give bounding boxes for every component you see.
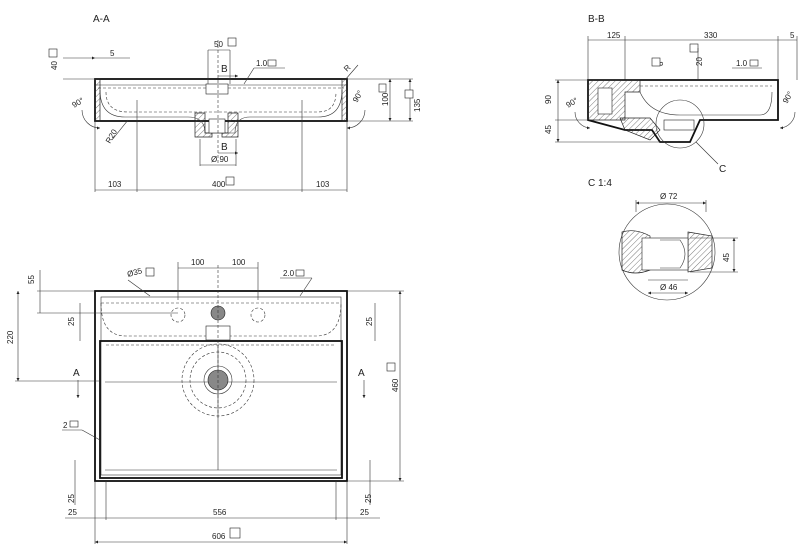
aa-dim-90-right: 90° bbox=[351, 89, 365, 104]
bb-dim-330: 330 bbox=[704, 31, 718, 40]
section-aa-title: A-A bbox=[93, 14, 110, 25]
plan-outline bbox=[94, 290, 348, 482]
detail-c-title: C 1:4 bbox=[588, 178, 612, 189]
plan-dim-2: 2 bbox=[63, 421, 68, 430]
aa-dim-90-left: 90° bbox=[71, 96, 86, 110]
aa-dim-d90: Ø 90 bbox=[211, 155, 229, 164]
plan-dim-25-bottom-left: 25 bbox=[68, 508, 77, 517]
aa-dim-135: 135 bbox=[413, 98, 422, 112]
plan-dim-100-left: 100 bbox=[191, 258, 205, 267]
aa-dim-400: 400 bbox=[212, 180, 226, 189]
c-dim-d72: Ø 72 bbox=[660, 192, 678, 201]
bb-dim-45: 45 bbox=[544, 125, 553, 134]
bb-dim-8: 8 bbox=[656, 61, 665, 66]
plan-dim-25-left: 25 bbox=[67, 317, 76, 326]
plan-dim-25-bottom-left-vertical: 25 bbox=[67, 494, 76, 503]
aa-dim-5: 5 bbox=[110, 49, 115, 58]
bb-dim-90-right: 90° bbox=[781, 90, 795, 105]
plan-dim-460: 460 bbox=[391, 378, 400, 392]
plan-dim-606: 606 bbox=[212, 532, 226, 541]
bb-dim-125: 125 bbox=[607, 31, 621, 40]
bb-dim-5: 5 bbox=[790, 31, 795, 40]
detail-c: C 1:4 Ø 72 45 Ø 46 bbox=[588, 178, 738, 301]
plan-cut-marker-a-right: A bbox=[358, 368, 365, 379]
bb-dim-90-left: 90° bbox=[565, 96, 580, 110]
aa-dim-103-right: 103 bbox=[316, 180, 330, 189]
plan-cut-marker-a-left: A bbox=[73, 368, 80, 379]
bb-outline bbox=[587, 79, 779, 143]
plan-dim-2-0: 2.0 bbox=[283, 269, 295, 278]
plan-dim-556: 556 bbox=[213, 508, 227, 517]
bb-detail-circle bbox=[655, 99, 705, 149]
bb-detail-ref-c: C bbox=[719, 164, 726, 175]
plan-dim-25-right: 25 bbox=[365, 317, 374, 326]
aa-dim-103-left: 103 bbox=[108, 180, 122, 189]
bb-dim-20: 20 bbox=[695, 57, 704, 66]
aa-section-marker-b-bottom: B bbox=[221, 142, 228, 153]
aa-section-marker-b-top: B bbox=[221, 64, 228, 75]
bb-dim-90: 90 bbox=[544, 95, 553, 104]
aa-dim-1-0: 1.0 bbox=[256, 59, 268, 68]
aa-dim-50: 50 bbox=[214, 40, 223, 49]
bb-dim-1-0: 1.0 bbox=[736, 59, 748, 68]
c-dim-45: 45 bbox=[722, 253, 731, 262]
section-bb-title: B-B bbox=[588, 14, 605, 25]
section-a-a: A-A 40 5 50 B 1.0 R bbox=[48, 14, 422, 192]
aa-dim-40: 40 bbox=[50, 61, 59, 70]
section-b-b: B-B 125 330 5 8 20 1.0 90 45 90° 90° bbox=[544, 14, 798, 175]
aa-dim-100: 100 bbox=[381, 92, 390, 106]
plan-dim-d35: Ø35 bbox=[126, 266, 143, 279]
plan-dim-55: 55 bbox=[27, 275, 36, 284]
plan-dim-220: 220 bbox=[6, 330, 15, 344]
plan-dim-25-bottom-right-vertical: 25 bbox=[364, 494, 373, 503]
plan-dim-25-bottom-right: 25 bbox=[360, 508, 369, 517]
c-dim-d46: Ø 46 bbox=[660, 283, 678, 292]
aa-dim-r: R bbox=[342, 63, 353, 74]
plan-dim-100-right: 100 bbox=[232, 258, 246, 267]
aa-dim-r20: R20 bbox=[104, 127, 119, 145]
plan-view: 100 100 Ø35 2.0 55 220 25 25 A A 460 2 bbox=[6, 258, 404, 544]
